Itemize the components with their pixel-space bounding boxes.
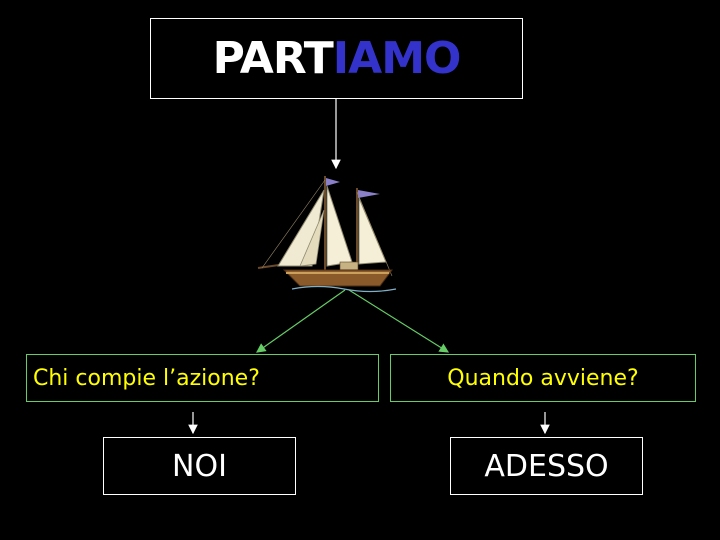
question-box-2: Quando avviene? <box>390 354 696 402</box>
question-1-text: Chi compie l’azione? <box>33 365 260 391</box>
arrow-ship-to-question-1 <box>256 289 346 353</box>
sailing-ship-icon <box>257 176 397 293</box>
title-ending-text: IAMO <box>332 33 462 84</box>
answer-2-text: ADESSO <box>484 448 609 484</box>
title-root-text: PART <box>212 33 334 84</box>
arrow-ship-to-question-2 <box>348 289 450 353</box>
answer-box-2: ADESSO <box>450 437 643 495</box>
question-2-text: Quando avviene? <box>447 365 639 391</box>
question-box-1: Chi compie l’azione? <box>26 354 379 402</box>
answer-box-1: NOI <box>103 437 296 495</box>
answer-1-text: NOI <box>172 448 227 484</box>
